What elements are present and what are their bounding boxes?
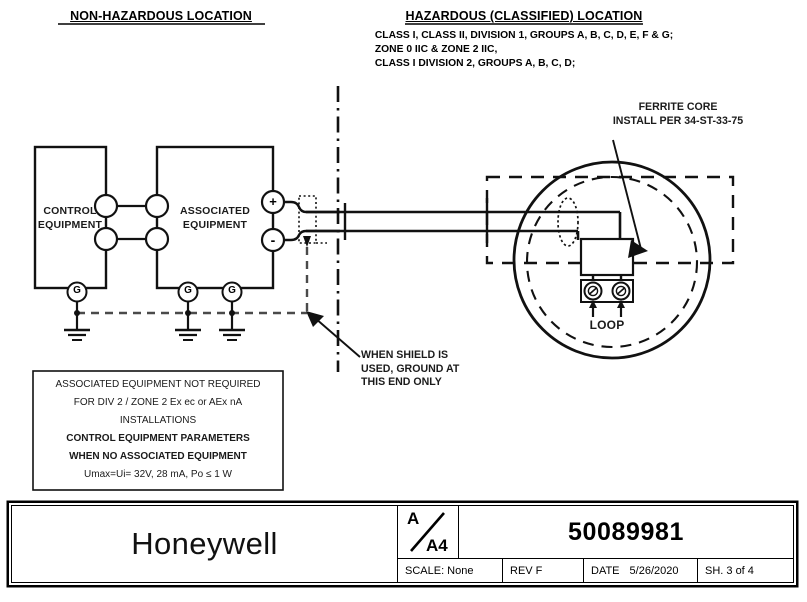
title-block: Honeywell A A4 50089981 xyxy=(8,502,797,586)
ground-label-associated-left: G xyxy=(184,285,192,296)
control-equipment-label: CONTROL EQUIPMENT xyxy=(38,204,102,232)
shield-callout-line-3: THIS END ONLY xyxy=(361,376,442,388)
associated-equipment-line-2: EQUIPMENT xyxy=(182,219,248,231)
title-block-bottom-row: SCALE: None REV F DATE 5/26/2020 SH. 3 o… xyxy=(398,559,793,582)
ferrite-callout-line-2: INSTALL PER 34-ST-33-75 xyxy=(612,114,744,127)
shield-ground-callout: WHEN SHIELD IS USED, GROUND AT THIS END … xyxy=(361,349,459,390)
shield-callout-line-2: USED, GROUND AT xyxy=(361,362,460,375)
ferrite-core-callout: FERRITE CORE INSTALL PER 34-ST-33-75 xyxy=(613,101,743,128)
shield-callout-leader xyxy=(306,311,361,358)
note-line-2: FOR DIV 2 / ZONE 2 Ex ec or AEx nA xyxy=(73,397,243,408)
hazardous-location-classes: CLASS I, CLASS II, DIVISION 1, GROUPS A,… xyxy=(375,29,673,71)
title-block-top-row: A A4 50089981 xyxy=(398,506,793,559)
shield-callout-line-1: WHEN SHIELD IS xyxy=(361,349,449,361)
ferrite-core-block xyxy=(579,237,635,277)
drawing-number-cell: 50089981 xyxy=(459,506,793,558)
terminal-plus-label: + xyxy=(269,194,277,209)
title-block-right: A A4 50089981 SCALE: None REV F D xyxy=(398,506,793,582)
sheet-size-bottom: A4 xyxy=(426,536,448,555)
title-block-inner: Honeywell A A4 50089981 xyxy=(11,505,794,583)
loop-terminal-screw-left xyxy=(583,281,603,301)
associated-equipment-label: ASSOCIATED EQUIPMENT xyxy=(180,204,250,232)
date-label: DATE xyxy=(591,564,620,577)
hazardous-location-title: HAZARDOUS (CLASSIFIED) LOCATION xyxy=(405,9,643,23)
sheet-cell: SH. 3 of 4 xyxy=(698,559,793,582)
revision-cell: REV F xyxy=(503,559,584,582)
brand-cell: Honeywell xyxy=(12,506,398,582)
honeywell-logo-text: Honeywell xyxy=(131,526,278,561)
enclosure-dashed-rect xyxy=(485,175,735,265)
control-terminal-bottom xyxy=(93,226,119,252)
ferrite-callout-line-1: FERRITE CORE xyxy=(638,101,718,113)
control-equipment-line-2: EQUIPMENT xyxy=(37,219,103,231)
terminal-minus-label: - xyxy=(270,232,276,248)
scale-cell: SCALE: None xyxy=(398,559,503,582)
non-hazardous-location-title: NON-HAZARDOUS LOCATION xyxy=(70,9,252,23)
note-box-border xyxy=(32,370,284,491)
note-line-5: WHEN NO ASSOCIATED EQUIPMENT xyxy=(69,451,247,462)
ground-label-associated-right: G xyxy=(228,285,236,296)
note-line-3: INSTALLATIONS xyxy=(119,415,197,426)
hazard-class-line-1: CLASS I, CLASS II, DIVISION 1, GROUPS A,… xyxy=(374,30,674,41)
control-equipment-line-1: CONTROL xyxy=(43,205,97,217)
ferrite-core-dotted-ring xyxy=(557,197,579,247)
date-value: 5/26/2020 xyxy=(629,564,679,577)
size-slash-icon xyxy=(410,512,445,552)
hazard-class-line-2: ZONE 0 IIC & ZONE 2 IIC, xyxy=(374,44,498,55)
ground-node-associated-left xyxy=(175,281,201,341)
shield-termination-dotted-box xyxy=(298,195,317,244)
drawing-number: 50089981 xyxy=(567,517,685,546)
minus-wire-bend xyxy=(284,229,340,242)
loop-input-arrow-left xyxy=(589,300,597,317)
control-terminal-top xyxy=(93,193,119,219)
associated-equipment-line-1: ASSOCIATED xyxy=(179,205,251,217)
revision-value: REV F xyxy=(510,564,543,577)
shield-drain-arrowhead xyxy=(303,236,311,247)
transmitter-inner-dashed-circle xyxy=(525,175,699,349)
date-cell: DATE 5/26/2020 xyxy=(584,559,698,582)
loop-input-arrow-right xyxy=(617,300,625,317)
associated-terminal-bottom xyxy=(144,226,170,252)
hazard-class-line-3: CLASS I DIVISION 2, GROUPS A, B, C, D; xyxy=(374,58,576,69)
ferrite-callout-leader xyxy=(612,139,648,258)
sheet-size-top: A xyxy=(407,509,420,528)
note-line-4: CONTROL EQUIPMENT PARAMETERS xyxy=(66,433,250,444)
note-box: ASSOCIATED EQUIPMENT NOT REQUIRED FOR DI… xyxy=(55,376,260,484)
note-line-1: ASSOCIATED EQUIPMENT NOT REQUIRED xyxy=(55,379,261,390)
sheet-value: SH. 3 of 4 xyxy=(705,564,754,577)
loop-label: LOOP xyxy=(589,318,625,332)
transmitter-housing-circle xyxy=(512,160,712,360)
note-line-6: Umax=Ui= 32V, 28 mA, Po ≤ 1 W xyxy=(84,469,232,480)
loop-terminal-screw-right xyxy=(611,281,631,301)
associated-terminal-top xyxy=(144,193,170,219)
ground-node-control xyxy=(64,281,90,341)
sheet-size-cell: A A4 xyxy=(398,506,459,558)
plus-wire-bend xyxy=(284,200,340,214)
ground-node-associated-right xyxy=(219,281,245,341)
ground-label-control: G xyxy=(73,285,81,296)
scale-value: SCALE: None xyxy=(405,564,474,577)
